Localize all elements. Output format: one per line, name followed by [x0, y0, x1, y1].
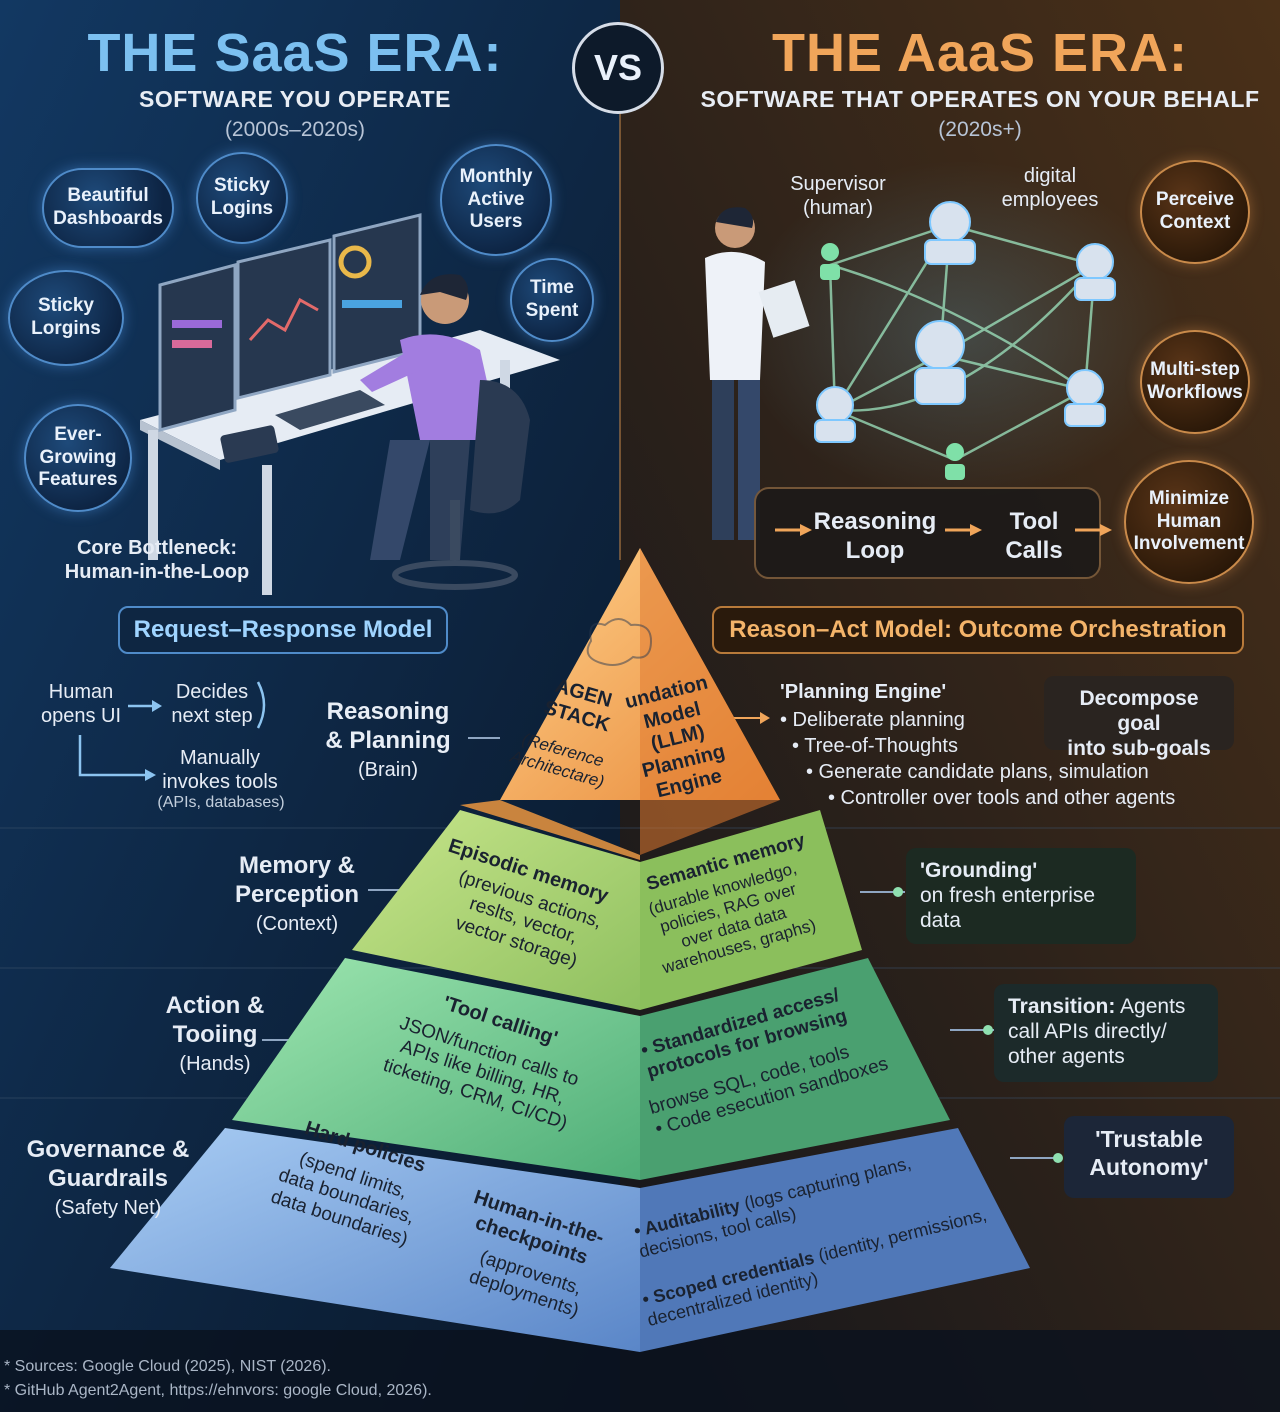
trustable-autonomy-box: 'Trustable Autonomy' [1064, 1116, 1234, 1198]
grounding-body: on fresh enterprise data [920, 884, 1096, 933]
bubble-sticky-logins: Sticky Logins [196, 152, 288, 244]
flow-decides-next-step: Decides next step [171, 681, 253, 727]
reason-act-model: Reason–Act Model: Outcome Orchestration [712, 606, 1244, 654]
aaas-title: THE AaaS ERA: [771, 23, 1189, 83]
bubble-ever-growing-features: Ever- Growing Features [24, 404, 132, 512]
transition-title: Transition: [1008, 995, 1116, 1018]
decompose-goal-box: Decompose goal into sub-goals [1044, 676, 1234, 760]
agent-network-illustration [705, 160, 1180, 540]
bubble-minimize-human-involvement: Minimize Human Involvement [1124, 460, 1254, 584]
flow-manually-invokes: Manually invokes tools [162, 747, 278, 793]
agent-stack-pyramid [110, 548, 1030, 1352]
layer-governance-sub: (Safety Net) [54, 1197, 162, 1219]
layer-governance-guardrails: Governance & Guardrails [26, 1136, 190, 1192]
aaas-years: (2020s+) [938, 118, 1022, 141]
bubble-sticky-lorgins: Sticky Lorgins [8, 270, 124, 366]
tool-calls: Tool Calls [1005, 508, 1063, 564]
planning-item-4: • Controller over tools and other agents [828, 787, 1176, 809]
layer-memory-sub: (Context) [255, 913, 339, 935]
flow-human-opens-ui: Human opens UI [40, 681, 122, 727]
saas-title: THE SaaS ERA: [87, 23, 503, 83]
bubble-multi-step-workflows: Multi-step Workflows [1140, 330, 1250, 434]
core-bottleneck: Core Bottleneck: Human-in-the-Loop [64, 537, 250, 583]
bubble-perceive-context: Perceive Context [1140, 160, 1250, 264]
layer-reasoning-sub: (Brain) [357, 759, 418, 781]
layer-memory-perception: Memory & Perception [234, 852, 360, 908]
bubble-time-spent: Time Spent [510, 258, 594, 342]
saas-subtitle: SOFTWARE YOU OPERATE [138, 86, 451, 112]
vs-badge: VS [572, 22, 664, 114]
planning-item-3: • Generate candidate plans, simulation [806, 761, 1149, 783]
transition-body: Agents call APIs directly/ other agents [1008, 995, 1186, 1069]
grounding-title: 'Grounding' [920, 859, 1038, 882]
digital-employees-label: digital employees [1001, 165, 1099, 211]
flow-manual-note: (APIs, databases) [157, 794, 285, 811]
planning-engine-title: 'Planning Engine' [780, 681, 947, 703]
planning-item-1: • Deliberate planning [780, 709, 965, 731]
bubble-monthly-active-users: Monthly Active Users [440, 144, 552, 256]
layer-action-tooling: Action & Tooiing [165, 992, 265, 1048]
desk-illustration [140, 213, 560, 595]
grounding-box: 'Grounding'on fresh enterprise data [906, 848, 1136, 944]
source-line-2: * GitHub Agent2Agent, https://ehnvors: g… [4, 1382, 432, 1399]
request-response-model: Request–Response Model [118, 606, 448, 654]
source-line-1: * Sources: Google Cloud (2025), NIST (20… [4, 1358, 331, 1375]
layer-reasoning-planning: Reasoning & Planning [325, 698, 451, 754]
aaas-subtitle: SOFTWARE THAT OPERATES ON YOUR BEHALF [700, 86, 1260, 112]
bubble-beautiful-dashboards: Beautiful Dashboards [42, 168, 174, 248]
saas-years: (2000s–2020s) [224, 118, 366, 141]
transition-box: Transition: Agents call APIs directly/ o… [994, 984, 1218, 1082]
supervisor-label: Supervisor (humar) [790, 173, 886, 219]
planning-item-2: • Tree-of-Thoughts [792, 735, 958, 757]
layer-action-sub: (Hands) [179, 1053, 251, 1075]
reasoning-loop: Reasoning Loop [813, 508, 937, 564]
